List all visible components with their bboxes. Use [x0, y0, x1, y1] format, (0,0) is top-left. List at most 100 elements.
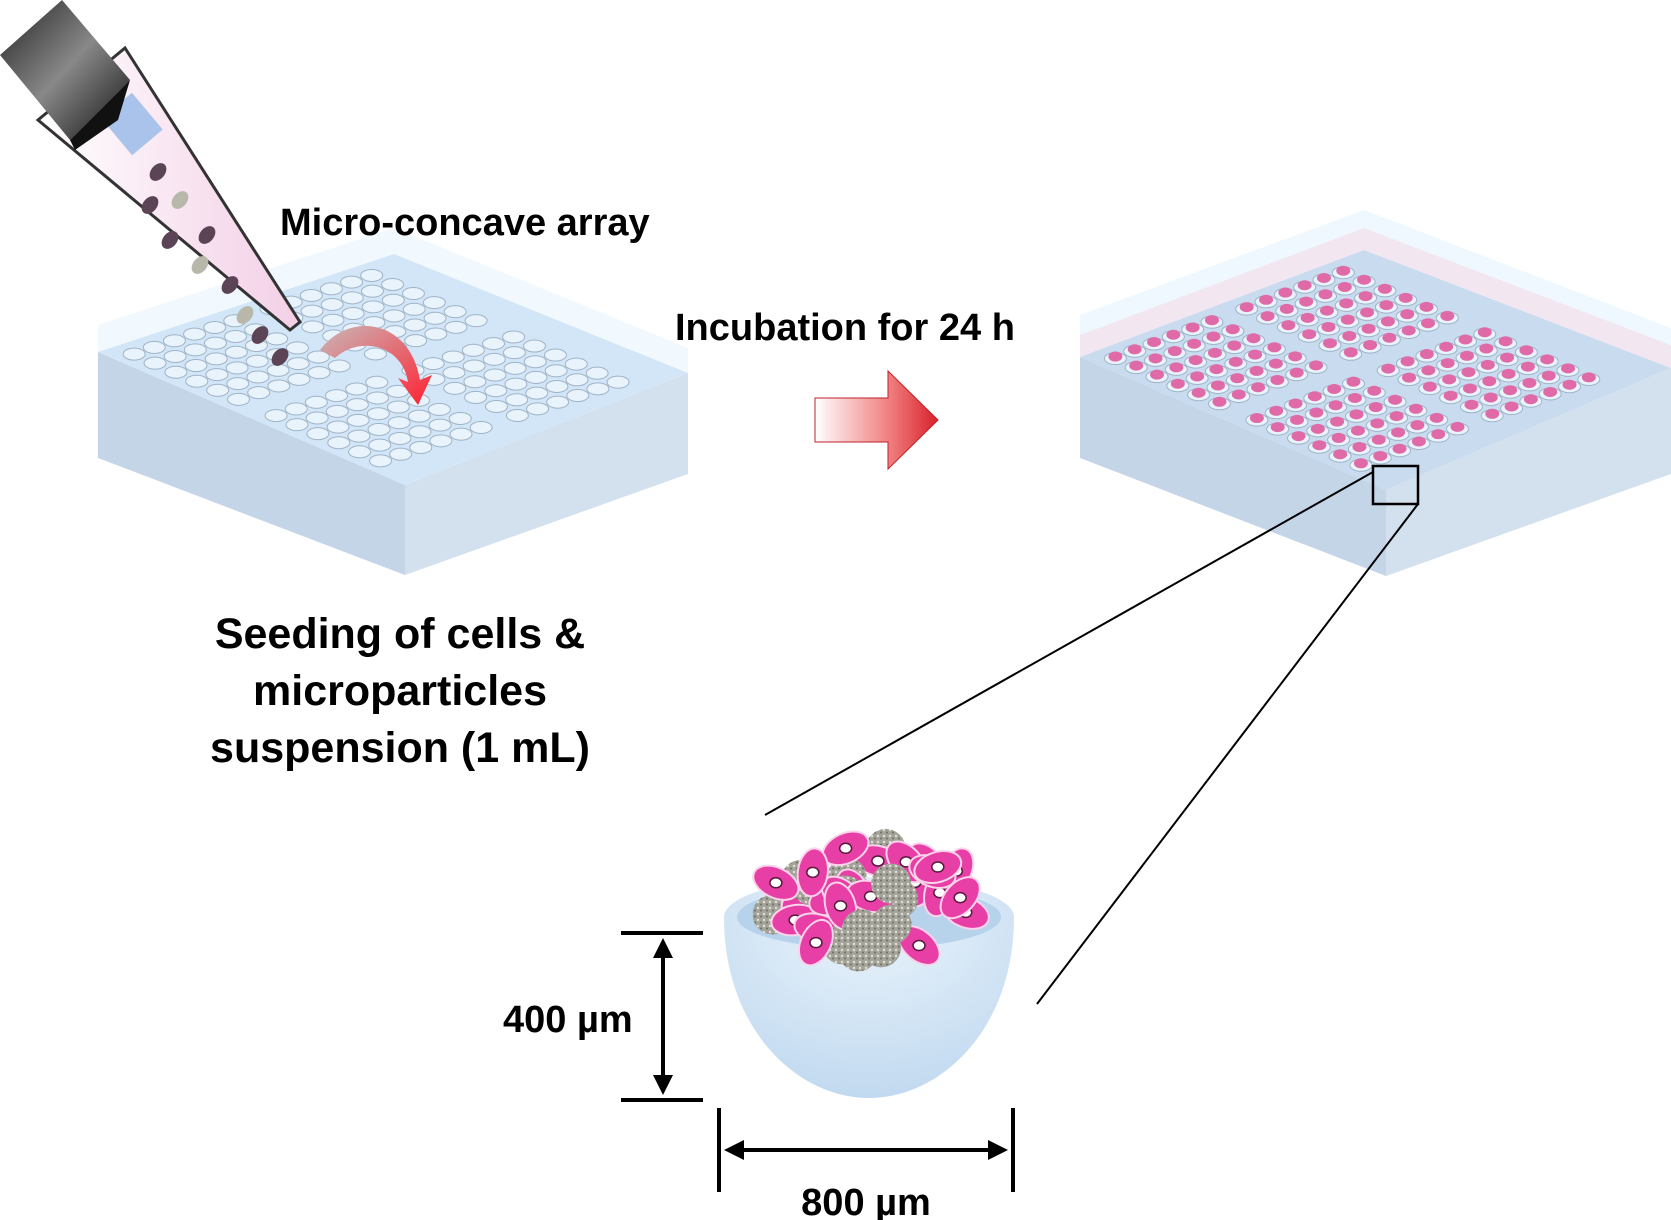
- cell-nucleus: [809, 936, 823, 949]
- spheroid-in-well: [1419, 349, 1434, 360]
- spheroid-in-well: [1279, 303, 1294, 314]
- spheroid-in-well: [1227, 340, 1242, 351]
- well: [424, 327, 448, 341]
- cell: [198, 226, 216, 244]
- spheroid-in-well: [1300, 312, 1315, 323]
- well: [346, 413, 370, 427]
- spheroid-in-well: [1523, 394, 1538, 405]
- well: [543, 348, 567, 362]
- spheroid-in-well: [1388, 394, 1403, 405]
- spheroid-in-well: [1339, 298, 1354, 309]
- process-arrow-icon: [814, 369, 939, 471]
- well: [345, 398, 369, 412]
- well: [502, 346, 526, 360]
- spheroid-in-well: [1480, 359, 1495, 370]
- well: [565, 373, 589, 387]
- spheroid-in-well: [1346, 376, 1361, 387]
- height-label: 400 µm: [503, 999, 633, 1041]
- cell: [141, 196, 159, 214]
- spheroid-in-well: [1297, 280, 1312, 291]
- well: [183, 327, 207, 341]
- spheroid-in-well: [1310, 423, 1325, 434]
- well: [443, 305, 467, 319]
- well: [462, 359, 486, 373]
- spheroid-in-well: [1270, 422, 1285, 433]
- well: [585, 366, 609, 380]
- well: [286, 357, 310, 371]
- well: [306, 427, 330, 441]
- well: [285, 341, 309, 355]
- spheroid-in-well: [1421, 318, 1436, 329]
- spheroid-in-well: [1336, 265, 1351, 276]
- cell: [221, 276, 239, 294]
- spheroid-in-well: [1422, 381, 1437, 392]
- spheroid-in-well: [1380, 316, 1395, 327]
- spheroid-in-well: [1483, 392, 1498, 403]
- well: [360, 268, 384, 282]
- well: [184, 359, 208, 373]
- cell: [251, 326, 269, 344]
- well: [464, 314, 488, 328]
- well: [388, 431, 412, 445]
- spheroid-in-well: [1291, 431, 1306, 442]
- spheroid-in-well: [1210, 380, 1225, 391]
- spheroid-in-well: [1207, 347, 1222, 358]
- cell-nucleus: [953, 891, 967, 904]
- spheroid-in-well: [1290, 414, 1305, 425]
- well: [464, 390, 488, 404]
- spheroid-in-well: [1230, 373, 1245, 384]
- spheroid-in-well: [1239, 302, 1254, 313]
- well: [321, 313, 345, 327]
- spheroid-in-well: [1377, 283, 1392, 294]
- well: [224, 329, 248, 343]
- spheroid-in-well: [1204, 315, 1219, 326]
- spheroid-in-well: [1421, 365, 1436, 376]
- spheroid-in-well: [1288, 351, 1303, 362]
- spheroid-in-well: [1209, 364, 1224, 375]
- spheroid-in-well: [1150, 369, 1165, 380]
- spheroid-in-well: [1440, 310, 1455, 321]
- well: [360, 284, 384, 298]
- spheroid-in-well: [1459, 350, 1474, 361]
- microparticle: [871, 904, 912, 945]
- spheroid-in-well: [1278, 287, 1293, 298]
- well: [422, 296, 446, 310]
- spheroid-in-well: [1429, 412, 1444, 423]
- spheroid-in-well: [1212, 396, 1227, 407]
- spheroid-in-well: [1464, 399, 1479, 410]
- well: [404, 334, 428, 348]
- well: [403, 318, 427, 332]
- spheroid-in-well: [1381, 363, 1396, 374]
- spheroid-in-well: [1319, 305, 1334, 316]
- well: [503, 361, 527, 375]
- well: [267, 379, 291, 393]
- cell-spheroid: [752, 828, 990, 972]
- spheroid-in-well: [1358, 291, 1373, 302]
- spheroid-in-well: [1389, 411, 1404, 422]
- spheroid-in-well: [1353, 458, 1368, 469]
- spheroid-in-well: [1191, 387, 1206, 398]
- spheroid-in-well: [1228, 356, 1243, 367]
- well: [428, 418, 452, 432]
- well: [300, 304, 324, 318]
- spheroid-in-well: [1321, 321, 1336, 332]
- well: [203, 320, 227, 334]
- spheroid-in-well: [1127, 344, 1142, 355]
- spheroid-in-well: [1479, 343, 1494, 354]
- spheroid-in-well: [1398, 292, 1413, 303]
- well: [325, 404, 349, 418]
- well: [505, 409, 529, 423]
- zoom-region-box: [1371, 464, 1420, 506]
- well: [163, 349, 187, 363]
- spheroid-in-well: [1503, 385, 1518, 396]
- spheroid-in-well: [1522, 377, 1537, 388]
- spheroid-in-well: [1349, 409, 1364, 420]
- well: [442, 366, 466, 380]
- well: [245, 354, 269, 368]
- spheroid-in-well: [1360, 307, 1375, 318]
- well: [504, 377, 528, 391]
- spheroid-in-well: [1322, 338, 1337, 349]
- cell-nucleus: [769, 877, 783, 889]
- spheroid-in-well: [1543, 386, 1558, 397]
